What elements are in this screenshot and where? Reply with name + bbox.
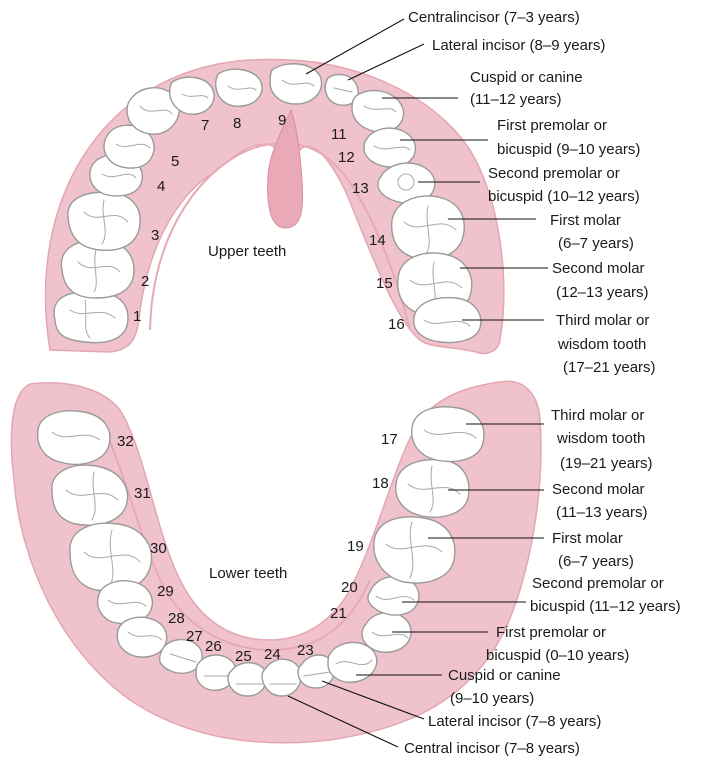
tooth-number: 11 (331, 126, 347, 143)
label-upper-central-incisor: Centralincisor (7–3 years) (408, 9, 580, 26)
tooth-number: 28 (168, 610, 185, 627)
tooth-number: 21 (330, 605, 347, 622)
tooth-number: 23 (297, 642, 314, 659)
tooth-number: 1 (133, 308, 141, 325)
tooth-number: 3 (151, 227, 159, 244)
label-lower-lateral-incisor: Lateral incisor (7–8 years) (428, 713, 601, 730)
tooth-30 (70, 523, 152, 591)
tooth-1 (54, 292, 128, 343)
leader-line (306, 19, 404, 74)
label-lower-first-molar: First molar (6–7 years) (552, 530, 634, 570)
label-lower-second-premolar: Second premolar or bicuspid (11–12 years… (530, 575, 681, 615)
tooth-number: 26 (205, 638, 222, 655)
tooth-17 (412, 407, 484, 462)
tooth-14 (392, 196, 465, 259)
label-upper-first-molar: First molar (6–7 years) (550, 212, 634, 252)
leader-line (348, 44, 424, 80)
label-lower-canine: Cuspid or canine (9–10 years) (448, 667, 565, 707)
tooth-number: 5 (171, 153, 179, 170)
tooth-number: 2 (141, 273, 149, 290)
tooth-12 (364, 128, 415, 167)
tooth-number: 8 (233, 115, 241, 132)
upper-jaw (46, 59, 504, 353)
tooth-3 (68, 192, 140, 250)
tooth-8 (216, 69, 262, 106)
tooth-number: 18 (372, 475, 389, 492)
tooth-number: 15 (376, 275, 393, 292)
tooth-number: 14 (369, 232, 386, 249)
tooth-number: 24 (264, 646, 281, 663)
label-upper-second-premolar: Second premolar or bicuspid (10–12 years… (488, 165, 640, 205)
tooth-number: 31 (134, 485, 151, 502)
tooth-number: 4 (157, 178, 165, 195)
tooth-number: 9 (278, 112, 286, 129)
label-upper-first-premolar: First premolar or bicuspid (9–10 years) (497, 117, 640, 158)
tooth-18 (396, 460, 469, 518)
tooth-number: 13 (352, 180, 369, 197)
label-lower-first-premolar: First premolar or bicuspid (0–10 years) (486, 624, 629, 664)
label-upper-third-molar: Third molar or wisdom tooth (17–21 years… (556, 312, 656, 376)
tooth-25 (228, 663, 267, 696)
tooth-22 (328, 642, 377, 682)
tooth-number: 7 (201, 117, 209, 134)
tooth-number: 17 (381, 431, 398, 448)
tooth-number: 16 (388, 316, 405, 333)
tooth-number: 30 (150, 540, 167, 557)
label-upper-lateral-incisor: Lateral incisor (8–9 years) (432, 37, 605, 54)
tooth-number: 29 (157, 583, 174, 600)
tooth-number: 19 (347, 538, 364, 555)
label-upper-canine: Cuspid or canine (11–12 years) (470, 69, 587, 108)
upper-teeth-title: Upper teeth (208, 243, 286, 260)
label-upper-second-molar: Second molar (12–13 years) (552, 260, 649, 301)
lower-jaw (11, 381, 541, 743)
label-lower-central-incisor: Central incisor (7–8 years) (404, 740, 580, 757)
tooth-19 (374, 517, 455, 583)
tooth-number: 27 (186, 628, 203, 645)
tooth-number: 25 (235, 648, 252, 665)
label-lower-third-molar: Third molar or wisdom tooth (19–21 years… (551, 407, 653, 472)
tooth-number: 12 (338, 149, 355, 166)
tooth-number: 32 (117, 433, 134, 450)
tooth-number: 20 (341, 579, 358, 596)
tooth-28 (117, 617, 166, 657)
label-lower-second-molar: Second molar (11–13 years) (552, 481, 649, 521)
tooth-31 (52, 465, 128, 525)
tooth-32 (38, 411, 110, 465)
lower-teeth-title: Lower teeth (209, 565, 287, 582)
tooth-24 (262, 659, 301, 696)
